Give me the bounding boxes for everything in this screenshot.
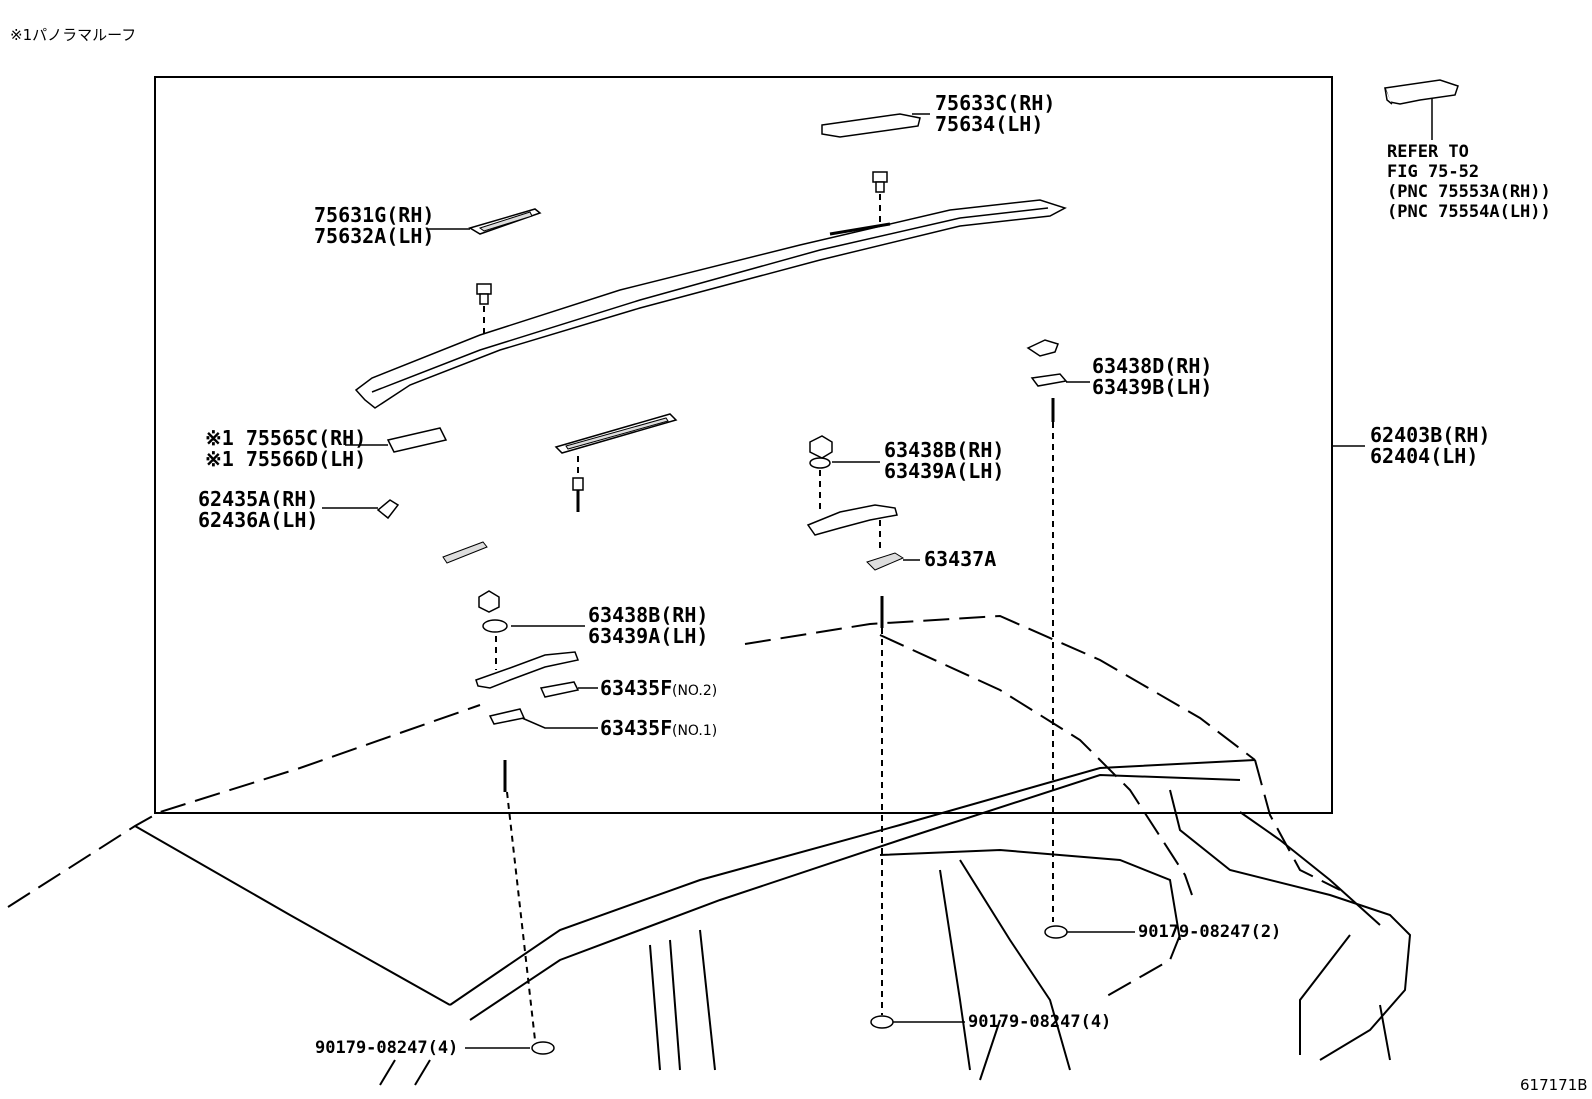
clip-part [376, 499, 400, 520]
label-nut-center: 90179-08247(4) [968, 1012, 1111, 1032]
roof-rail [354, 199, 1067, 409]
leader-line [521, 717, 598, 729]
label-63435f-no2-tag: (NO.2) [672, 683, 717, 699]
gasket-small-left [442, 541, 488, 564]
label-75565c: ※1 75565C(RH) [205, 426, 366, 450]
label-75633c: 75633C(RH) [935, 91, 1055, 115]
refer-line-4: (PNC 75554A(LH)) [1387, 202, 1551, 222]
label-62435a: 62435A(RH) [198, 487, 318, 511]
label-63439b: 63439B(LH) [1092, 375, 1212, 399]
label-nut-rear: 90179-08247(2) [1138, 922, 1281, 942]
bolt-rear [872, 171, 888, 224]
label-63437a: 63437A [924, 547, 996, 571]
refer-line-3: (PNC 75553A(RH)) [1387, 182, 1551, 202]
car-body-outline [7, 614, 1412, 1086]
label-63438b-center: 63438B(RH) [884, 438, 1004, 462]
label-62404: 62404(LH) [1370, 444, 1478, 468]
panorama-roof-note: ※1パノラマルーフ [10, 26, 136, 44]
label-63435f-no2: 63435F [600, 676, 672, 700]
bolt-front [476, 283, 492, 335]
refer-line-1: REFER TO [1387, 142, 1469, 162]
label-63435f-no1: 63435F [600, 716, 672, 740]
label-nut-front: 90179-08247(4) [315, 1038, 458, 1058]
figure-code: 617171B [1520, 1076, 1588, 1094]
label-62403b: 62403B(RH) [1370, 423, 1490, 447]
label-75632a: 75632A(LH) [314, 224, 434, 248]
rack-cover-front [468, 208, 542, 235]
center-strip [554, 413, 678, 512]
label-75631g: 75631G(RH) [314, 203, 434, 227]
refer-line-2: FIG 75-52 [1387, 162, 1479, 182]
label-75566d: ※1 75566D(LH) [205, 447, 366, 471]
label-63439a-front: 63439A(LH) [588, 624, 708, 648]
pad-part [386, 427, 448, 453]
label-63438b-front: 63438B(RH) [588, 603, 708, 627]
label-63435f-no1-tag: (NO.1) [672, 723, 717, 739]
label-63439a-center: 63439A(LH) [884, 459, 1004, 483]
rear-bracket-assembly [1026, 339, 1068, 939]
center-bracket-assembly [806, 435, 905, 1029]
rack-cover-rear [821, 113, 921, 138]
refer-part-icon [1383, 79, 1459, 140]
front-bracket-assembly [475, 590, 580, 1055]
assembly-frame [154, 76, 1333, 814]
label-62436a: 62436A(LH) [198, 508, 318, 532]
label-75634: 75634(LH) [935, 112, 1043, 136]
label-63438d: 63438D(RH) [1092, 354, 1212, 378]
